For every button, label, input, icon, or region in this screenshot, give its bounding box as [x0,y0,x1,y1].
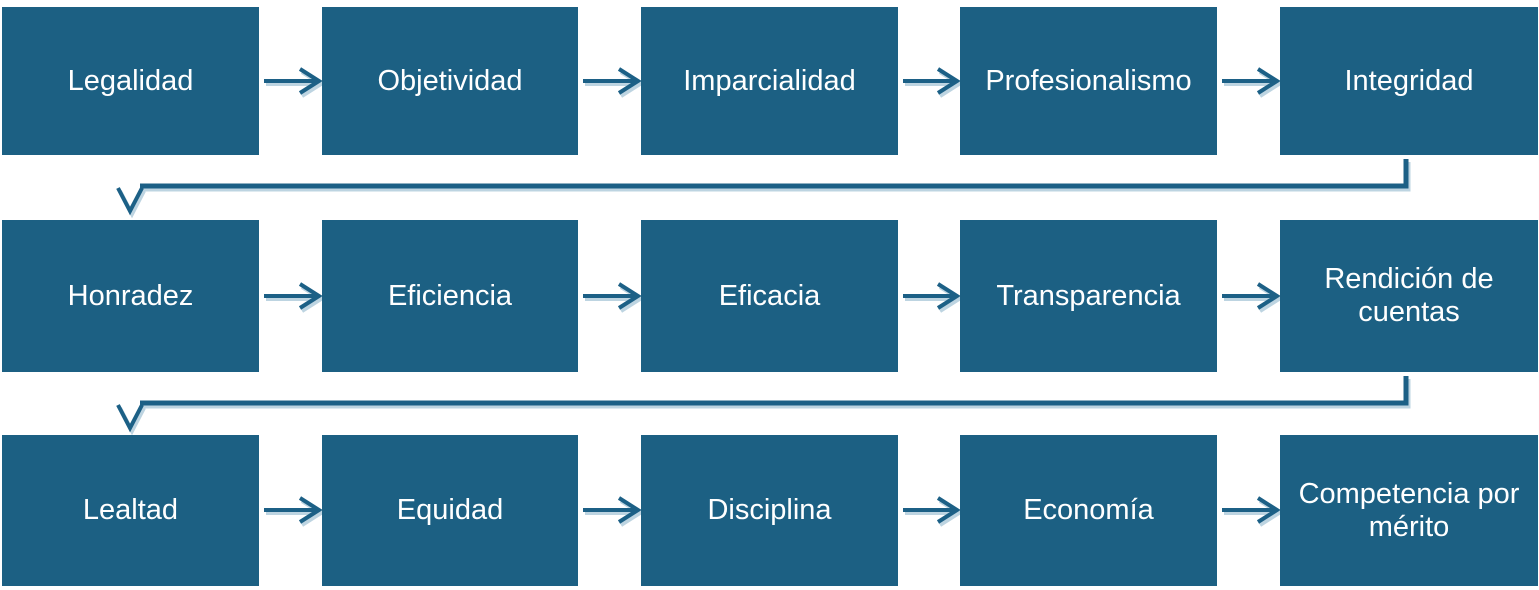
node-competencia-por-merito: Competencia por mérito [1280,435,1538,586]
node-disciplina: Disciplina [641,435,898,586]
arrow-eficacia-transparencia [903,282,961,310]
node-label: Eficacia [718,279,821,312]
elbow-integridad-honradez [116,159,1409,216]
node-lealtad: Lealtad [2,435,259,586]
node-label: Integridad [1344,64,1474,97]
arrow-imparcialidad-profesionalismo [903,67,961,95]
node-label: Competencia por mérito [1298,477,1520,543]
arrow-economia-competencia [1222,496,1281,524]
node-objetividad: Objetividad [322,7,578,155]
node-honradez: Honradez [2,220,259,372]
node-eficacia: Eficacia [641,220,898,372]
node-label: Profesionalismo [985,64,1192,97]
elbow-rendicion-lealtad [116,376,1409,433]
node-economia: Economía [960,435,1217,586]
node-label: Legalidad [67,64,194,97]
node-profesionalismo: Profesionalismo [960,7,1217,155]
node-label: Equidad [396,494,504,527]
arrow-profesionalismo-integridad [1222,67,1281,95]
node-imparcialidad: Imparcialidad [641,7,898,155]
node-label: Disciplina [707,494,832,527]
node-legalidad: Legalidad [2,7,259,155]
arrow-objetividad-imparcialidad [583,67,642,95]
arrow-eficiencia-eficacia [583,282,642,310]
arrow-equidad-disciplina [583,496,642,524]
node-eficiencia: Eficiencia [322,220,578,372]
node-label: Transparencia [996,279,1181,312]
node-label: Imparcialidad [683,64,856,97]
node-integridad: Integridad [1280,7,1538,155]
arrow-disciplina-economia [903,496,961,524]
node-label: Honradez [67,279,194,312]
arrow-lealtad-equidad [264,496,323,524]
node-label: Rendición de cuentas [1324,263,1494,328]
node-equidad: Equidad [322,435,578,586]
node-label: Eficiencia [387,279,513,312]
node-label: Objetividad [377,64,523,97]
node-label: Economía [1023,494,1154,527]
node-label: Lealtad [82,494,179,527]
arrow-legalidad-objetividad [264,67,323,95]
arrow-transparencia-rendicion [1222,282,1281,310]
node-transparencia: Transparencia [960,220,1217,372]
arrow-honradez-eficiencia [264,282,323,310]
node-rendicion-de-cuentas: Rendición de cuentas [1280,220,1538,372]
